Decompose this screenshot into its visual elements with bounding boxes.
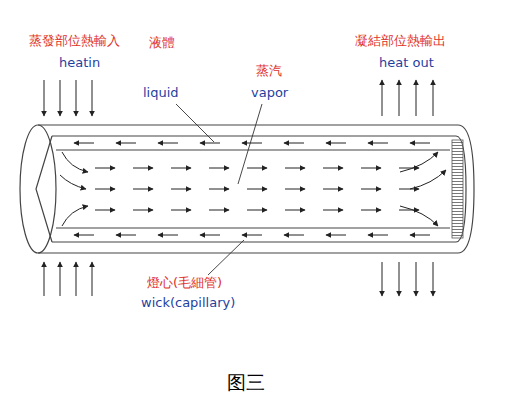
heat-arrow <box>60 262 61 296</box>
liquid-flow-arrow <box>368 235 388 236</box>
liquid-flow-arrow <box>116 143 136 144</box>
chinese-label: 蒸發部位熱輸入 <box>28 34 121 49</box>
pipe-open-end <box>20 125 56 253</box>
heat-arrow <box>60 80 61 116</box>
liquid-flow-arrow <box>200 143 220 144</box>
heat-arrow <box>433 262 434 296</box>
vapor-flow-arrow <box>171 210 191 211</box>
chinese-label: 液體 <box>148 36 176 51</box>
vapor-flow-arrow <box>361 189 381 190</box>
english-label: liquid <box>142 86 180 101</box>
liquid-flow-arrow <box>368 143 388 144</box>
heat-arrow <box>44 80 45 116</box>
vapor-flow-arrow <box>209 189 229 190</box>
heat-arrow <box>399 80 400 116</box>
flow-arrows <box>60 143 446 235</box>
vapor-flow-arrow <box>361 210 381 211</box>
liquid-flow-arrow <box>284 143 304 144</box>
liquid-flow-arrow <box>326 143 346 144</box>
liquid-flow-arrow <box>158 235 178 236</box>
heat-arrow <box>382 262 383 296</box>
liquid-flow-arrow <box>242 235 262 236</box>
vapor-flow-arrow <box>285 210 305 211</box>
vapor-flow-arrow <box>95 168 115 169</box>
vapor-flow-arrow <box>323 210 343 211</box>
heat-arrows <box>44 80 433 296</box>
english-label: heatin <box>58 56 101 71</box>
liquid-flow-arrow <box>74 143 94 144</box>
vapor-flow-arrow <box>399 210 419 211</box>
evaporation-arrow <box>62 206 88 226</box>
figure-caption: 图三 <box>226 372 266 394</box>
heat-arrow <box>382 80 383 116</box>
vapor-flow-arrow <box>95 210 115 211</box>
vapor-flow-arrow <box>133 210 153 211</box>
vapor-flow-arrow <box>285 189 305 190</box>
heat-arrow <box>399 262 400 296</box>
vapor-flow-arrow <box>399 168 419 169</box>
liquid-flow-arrow <box>326 235 346 236</box>
vapor-flow-arrow <box>133 189 153 190</box>
vapor-flow-arrow <box>209 210 229 211</box>
vapor-flow-arrow <box>171 189 191 190</box>
vapor-flow-arrow <box>247 168 267 169</box>
english-label: wick(capillary) <box>140 296 236 311</box>
heat-arrow <box>92 262 93 296</box>
leader-wick <box>208 240 244 275</box>
chinese-label: 凝結部位熱輸出 <box>354 34 447 49</box>
english-label: heat out <box>378 56 435 71</box>
vapor-flow-arrow <box>247 189 267 190</box>
wick-end-hatch <box>452 140 463 238</box>
heat-arrow <box>433 80 434 116</box>
heat-arrow <box>92 80 93 116</box>
wick-outer-top <box>52 135 456 136</box>
liquid-flow-arrow <box>284 235 304 236</box>
vapor-flow-arrow <box>133 168 153 169</box>
evaporation-arrow <box>60 175 86 189</box>
heat-arrow <box>416 262 417 296</box>
english-label: vapor <box>250 86 289 101</box>
vapor-flow-arrow <box>323 189 343 190</box>
heat-arrow <box>416 80 417 116</box>
wick-outer-bottom <box>52 241 456 242</box>
wick-inner-top <box>56 149 450 150</box>
leader-vapor <box>238 104 262 184</box>
wick-inner-bottom <box>56 227 450 228</box>
liquid-flow-arrow <box>200 235 220 236</box>
chinese-label: 蒸汽 <box>255 64 283 79</box>
condensation-arrow <box>410 170 446 189</box>
heat-arrow <box>76 262 77 296</box>
liquid-flow-arrow <box>116 235 136 236</box>
liquid-flow-arrow <box>410 235 430 236</box>
vapor-flow-arrow <box>399 189 419 190</box>
vapor-flow-arrow <box>95 189 115 190</box>
vapor-flow-arrow <box>209 168 229 169</box>
vapor-flow-arrow <box>323 168 343 169</box>
end-cap-cone <box>36 136 52 242</box>
vapor-flow-arrow <box>361 168 381 169</box>
liquid-flow-arrow <box>74 235 94 236</box>
liquid-flow-arrow <box>158 143 178 144</box>
liquid-flow-arrow <box>242 143 262 144</box>
liquid-flow-arrow <box>410 143 430 144</box>
leader-liquid <box>176 104 214 142</box>
chinese-label: 燈心(毛細管) <box>146 276 223 291</box>
heat-arrow <box>76 80 77 116</box>
pipe-outer-wall <box>38 125 474 253</box>
condensation-arrow <box>400 152 438 172</box>
evaporation-arrow <box>62 152 88 172</box>
vapor-flow-arrow <box>285 168 305 169</box>
vapor-flow-arrow <box>171 168 191 169</box>
condensation-arrow <box>400 206 438 226</box>
vapor-flow-arrow <box>247 210 267 211</box>
heat-arrow <box>44 262 45 296</box>
